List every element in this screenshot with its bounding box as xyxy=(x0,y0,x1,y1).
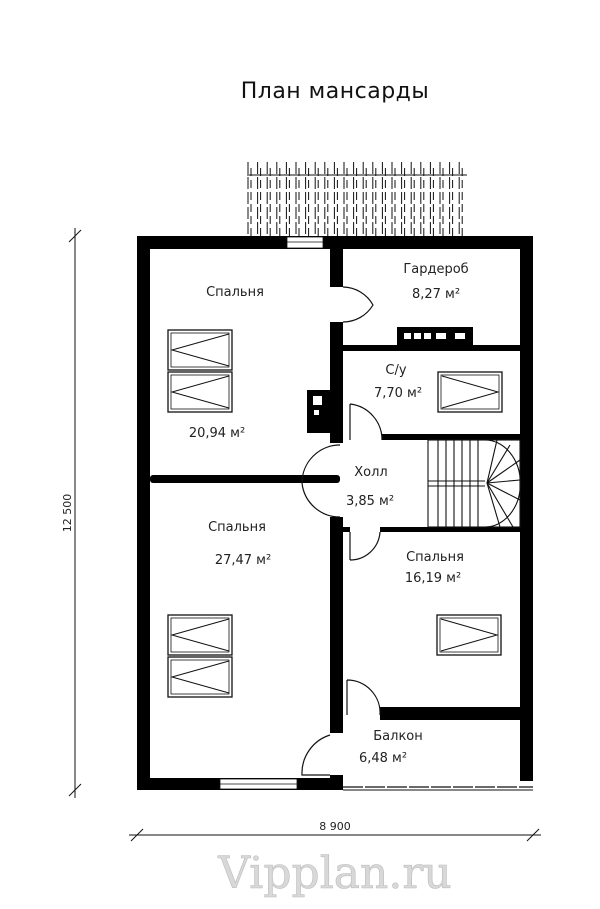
room-name: Холл xyxy=(354,465,387,480)
dimension-height: 12 500 xyxy=(61,494,74,533)
openings xyxy=(219,236,324,790)
room-name: Гардероб xyxy=(403,262,468,277)
wall-right xyxy=(520,236,533,781)
roof-window-opening-mark xyxy=(170,660,230,694)
room-area: 27,47 м² xyxy=(215,553,271,568)
stair-step xyxy=(486,482,501,528)
stair-step xyxy=(486,439,498,484)
roof-window-opening-mark xyxy=(440,618,499,652)
ventilation-block xyxy=(397,327,473,345)
door-bedroom-right xyxy=(349,531,381,561)
doors xyxy=(301,286,383,776)
door-wardrobe xyxy=(342,286,374,323)
door-balcony xyxy=(301,734,331,776)
stair-step xyxy=(486,459,521,484)
roof-window xyxy=(167,329,233,371)
roof-window-frame xyxy=(437,371,503,413)
stair-outline xyxy=(427,439,521,528)
room-area: 8,27 м² xyxy=(412,287,460,302)
wall-left xyxy=(137,236,150,790)
roof-window-opening-mark xyxy=(170,375,230,409)
plan-title: План мансарды xyxy=(241,79,430,104)
roof-window-opening-mark xyxy=(170,333,230,367)
stair-step xyxy=(486,479,521,484)
wall-top xyxy=(137,236,533,249)
vent-holes xyxy=(313,333,465,415)
room-name: Спальня xyxy=(206,285,264,300)
dimension-width: 8 900 xyxy=(319,820,351,833)
room-name: Спальня xyxy=(406,550,464,565)
roof-window xyxy=(437,371,503,413)
door-bathroom xyxy=(349,403,383,441)
room-name: Спальня xyxy=(208,520,266,535)
roof-window xyxy=(167,371,233,413)
door-hall xyxy=(301,444,341,518)
roof-windows xyxy=(167,329,503,698)
stair-curve xyxy=(484,439,521,528)
room-area: 6,48 м² xyxy=(359,751,407,766)
door-balcony-inner xyxy=(346,679,381,716)
roof-window xyxy=(167,614,233,656)
roof-window-frame xyxy=(436,614,502,656)
balcony-railing xyxy=(247,162,467,236)
staircase xyxy=(427,439,521,528)
dimension-lines xyxy=(68,228,541,842)
stair-step xyxy=(486,482,514,528)
roof-window-opening-mark xyxy=(441,375,500,409)
room-area: 16,19 м² xyxy=(405,571,461,586)
roof-window xyxy=(167,656,233,698)
stair-step xyxy=(486,444,511,484)
window-top xyxy=(286,236,324,249)
roof-window-opening-mark xyxy=(170,618,230,652)
room-labels: Спальня 20,94 м² Гардероб 8,27 м² С/у 7,… xyxy=(189,262,469,766)
room-area: 20,94 м² xyxy=(189,426,245,441)
walls xyxy=(137,236,533,790)
room-name: Балкон xyxy=(373,729,423,744)
room-name: С/у xyxy=(385,363,406,378)
watermark: Vipplan.ru xyxy=(217,848,451,899)
stair-step xyxy=(486,482,521,501)
room-area: 7,70 м² xyxy=(374,386,422,401)
room-area: 3,85 м² xyxy=(346,494,394,509)
roof-window xyxy=(436,614,502,656)
